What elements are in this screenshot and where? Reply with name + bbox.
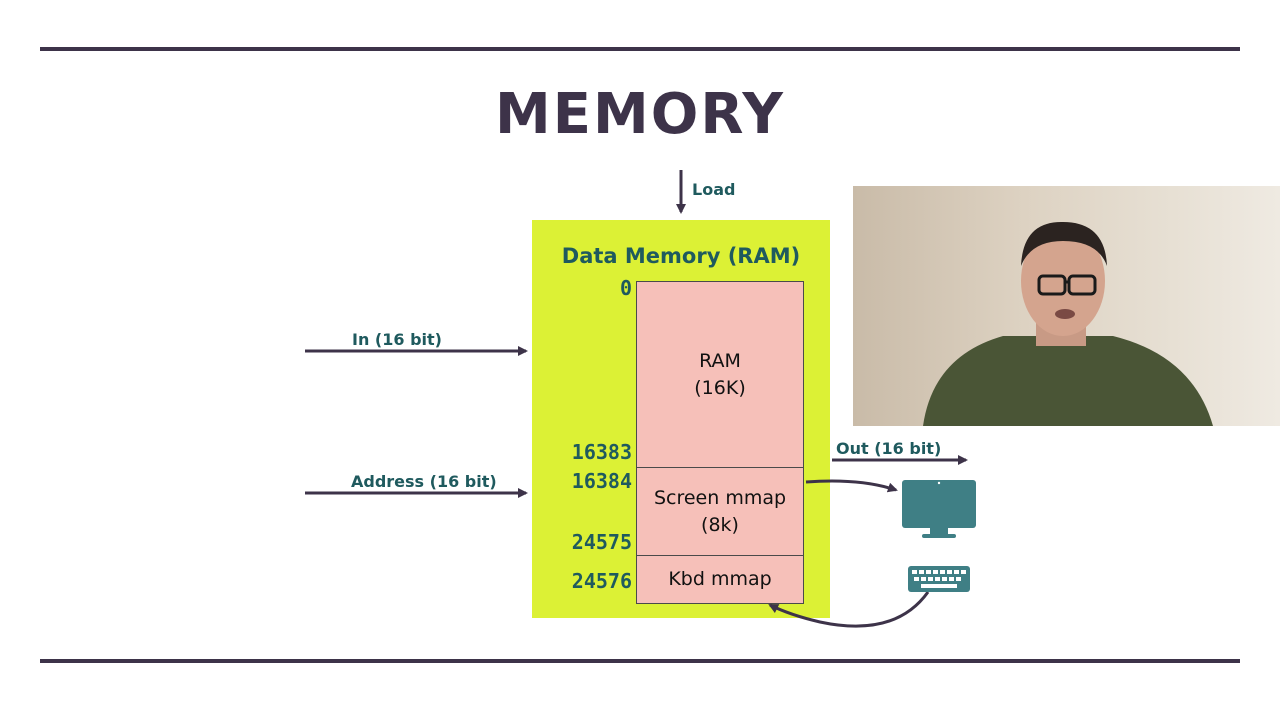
data-memory-chip: Data Memory (RAM) RAM (16K) Screen mmap …: [532, 220, 830, 618]
slide-title: MEMORY: [495, 82, 785, 147]
screen-mmap-segment: Screen mmap (8k): [636, 467, 804, 557]
in-label: In (16 bit): [352, 330, 442, 349]
address-label-24575: 24575: [571, 530, 632, 554]
address-label-24576: 24576: [571, 569, 632, 593]
keyboard-icon: [908, 566, 970, 592]
glasses-icon: [1037, 274, 1097, 296]
top-rule: [40, 47, 1240, 51]
chip-title: Data Memory (RAM): [561, 244, 801, 268]
address-label-0: 0: [619, 276, 632, 300]
ram-segment: RAM (16K): [636, 281, 804, 469]
address-label-16383: 16383: [571, 440, 632, 464]
out-label: Out (16 bit): [836, 439, 942, 458]
monitor-icon: [902, 480, 976, 538]
keyboard-mmap-segment: Kbd mmap: [636, 555, 804, 604]
keyboard-to-kbd-arrow: [768, 591, 930, 628]
bottom-rule: [40, 659, 1240, 663]
address-label: Address (16 bit): [351, 472, 497, 491]
load-label: Load: [692, 180, 736, 199]
address-label-16384: 16384: [571, 469, 632, 493]
presenter-figure: [923, 221, 1213, 426]
presenter-webcam: [853, 186, 1280, 426]
screen-to-monitor-arrow: [805, 479, 898, 493]
